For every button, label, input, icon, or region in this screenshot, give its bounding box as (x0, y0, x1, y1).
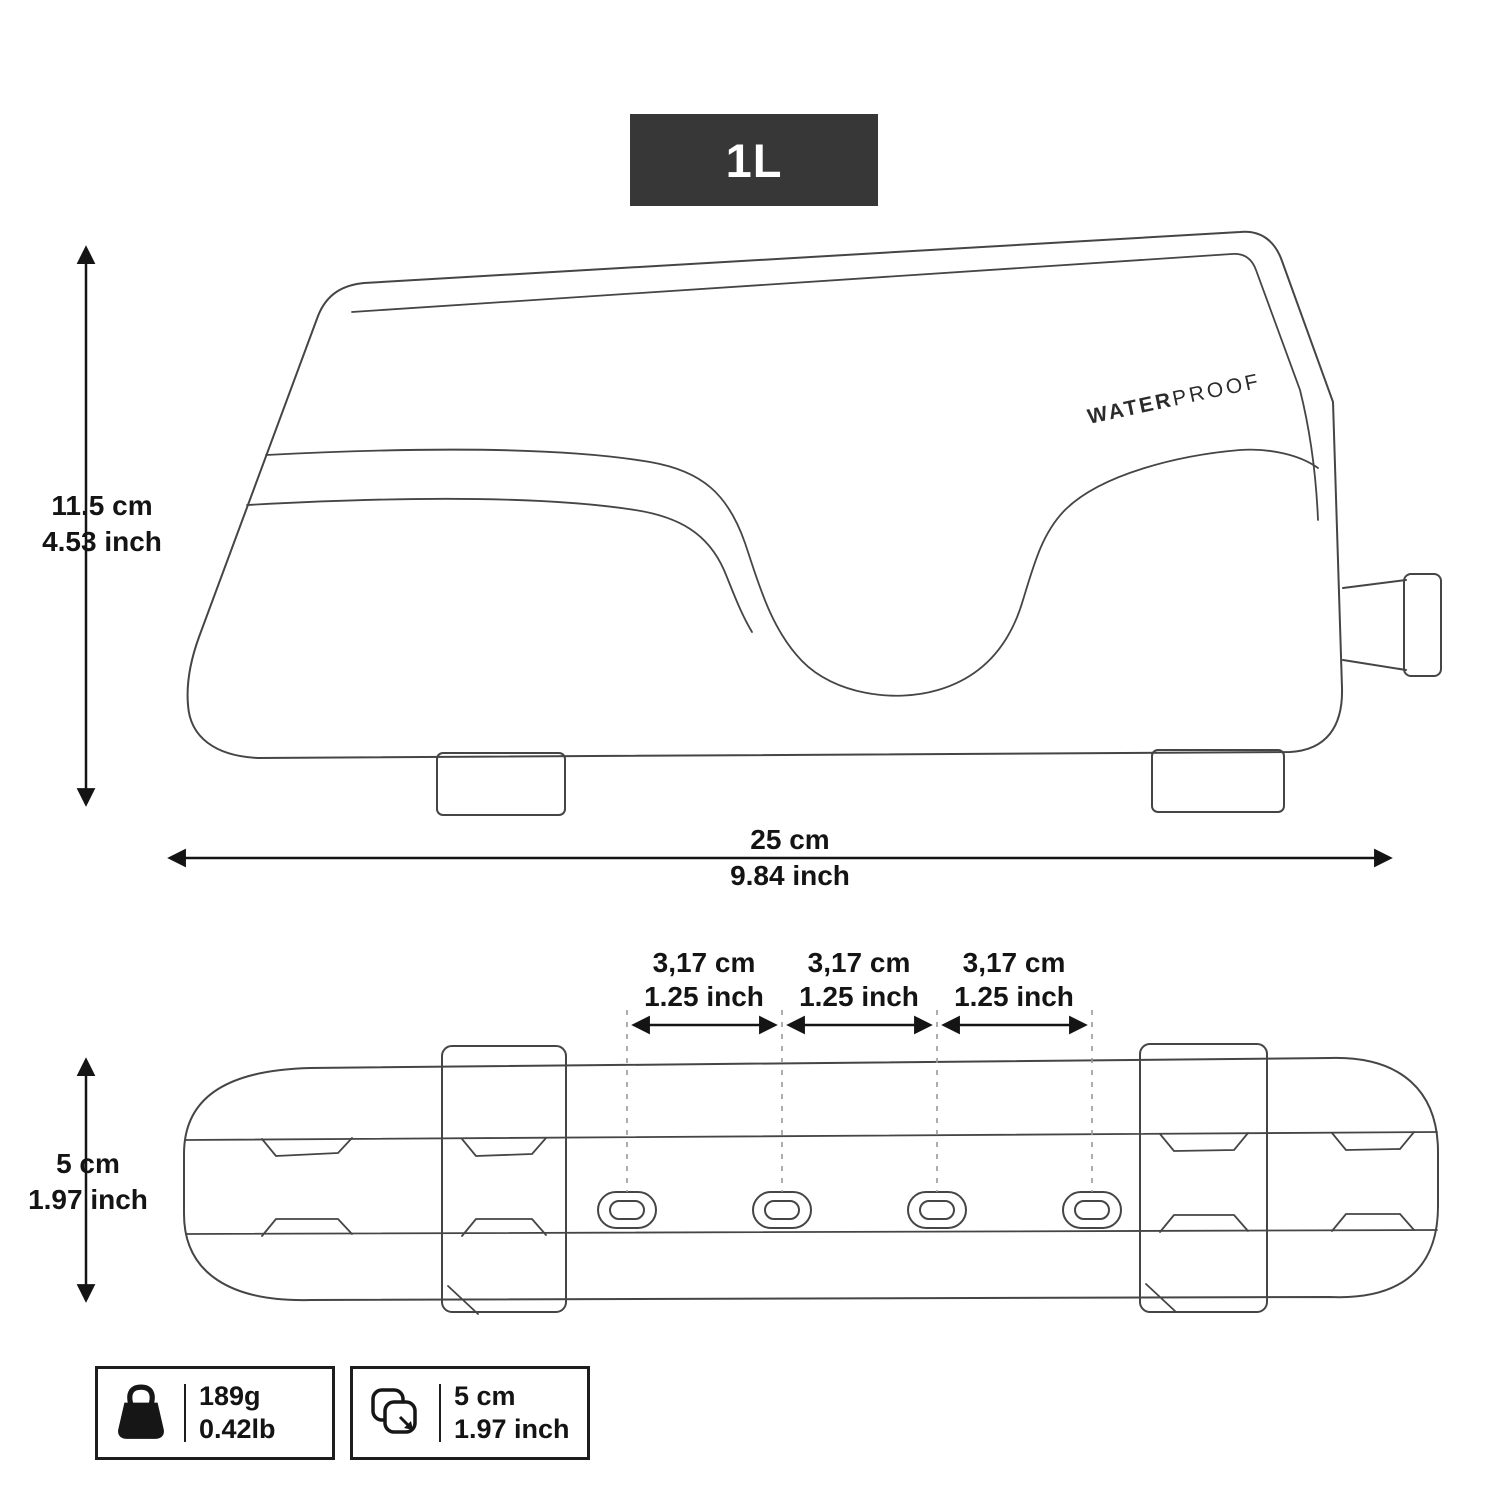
volume-badge-label: 1L (725, 133, 783, 187)
dimension-arrows (76, 245, 1393, 1303)
top-view-notch (261, 1218, 353, 1237)
top-view-notch (461, 1137, 547, 1157)
slot-spacing-1-imperial: 1.25 inch (644, 981, 764, 1012)
slot-spacing-label-2: 3,17 cm 1.25 inch (774, 946, 944, 1014)
volume-badge: 1L (630, 114, 878, 206)
side-view-pocket-seam-upper (265, 448, 1319, 697)
spec-divider (184, 1384, 186, 1442)
top-view-edge-bottom (185, 1229, 1438, 1235)
side-view-foot-right (1151, 749, 1285, 813)
top-view-notch (461, 1218, 547, 1237)
mount-slot-4 (1062, 1191, 1122, 1229)
weight-text: 189g 0.42lb (186, 1380, 276, 1446)
side-height-label: 11.5 cm 4.53 inch (22, 488, 182, 560)
top-view-edge-top (185, 1131, 1438, 1141)
top-height-imperial: 1.97 inch (28, 1184, 148, 1215)
top-view-notch (1159, 1132, 1249, 1152)
slot-spacing-2-metric: 3,17 cm (807, 947, 911, 978)
top-view-strap-fold (447, 1285, 479, 1315)
side-view-top-seam (351, 253, 1319, 521)
side-view-tab-strap-top (1342, 579, 1407, 589)
size-metric: 5 cm (454, 1381, 516, 1411)
side-height-imperial: 4.53 inch (42, 526, 162, 557)
spec-box-size: 5 cm 1.97 inch (350, 1366, 590, 1460)
top-height-metric: 5 cm (56, 1148, 120, 1179)
weight-icon (98, 1384, 184, 1442)
top-view-strap-left (441, 1045, 567, 1313)
size-imperial: 1.97 inch (454, 1414, 570, 1444)
side-view-drawing (186, 230, 1442, 816)
top-view-drawing (183, 1043, 1439, 1315)
mount-slot-1 (597, 1191, 657, 1229)
size-text: 5 cm 1.97 inch (441, 1380, 570, 1446)
mount-slot-3 (907, 1191, 967, 1229)
weight-metric: 189g (199, 1381, 261, 1411)
top-view-notch (261, 1137, 353, 1157)
side-width-imperial: 9.84 inch (730, 860, 850, 891)
diagonal-size-icon (353, 1385, 439, 1441)
spec-divider (439, 1384, 441, 1442)
top-height-label: 5 cm 1.97 inch (8, 1146, 168, 1218)
side-width-metric: 25 cm (750, 824, 830, 855)
top-view-notch (1331, 1213, 1415, 1232)
slot-spacing-2-imperial: 1.25 inch (799, 981, 919, 1012)
side-view-tab (1403, 573, 1442, 677)
side-view-tab-strap-bottom (1342, 659, 1407, 671)
top-view-outline (183, 1056, 1439, 1302)
slot-spacing-label-3: 3,17 cm 1.25 inch (929, 946, 1099, 1014)
side-height-metric: 11.5 cm (51, 490, 153, 521)
top-view-notch (1159, 1214, 1249, 1233)
projection-dashed-lines (626, 1010, 1093, 1192)
weight-imperial: 0.42lb (199, 1414, 276, 1444)
slot-spacing-3-metric: 3,17 cm (962, 947, 1066, 978)
spec-box-weight: 189g 0.42lb (95, 1366, 335, 1460)
slot-spacing-label-1: 3,17 cm 1.25 inch (619, 946, 789, 1014)
slot-spacing-3-imperial: 1.25 inch (954, 981, 1074, 1012)
mount-slot-2 (752, 1191, 812, 1229)
slot-spacing-1-metric: 3,17 cm (652, 947, 756, 978)
side-view-foot-left (436, 752, 566, 816)
top-view-notch (1331, 1131, 1415, 1151)
top-view-strap-fold (1145, 1283, 1177, 1313)
side-view-outline (186, 230, 1344, 759)
side-view-pocket-seam-lower (246, 497, 753, 633)
top-view-strap-right (1139, 1043, 1268, 1313)
side-width-label: 25 cm 9.84 inch (620, 822, 960, 894)
